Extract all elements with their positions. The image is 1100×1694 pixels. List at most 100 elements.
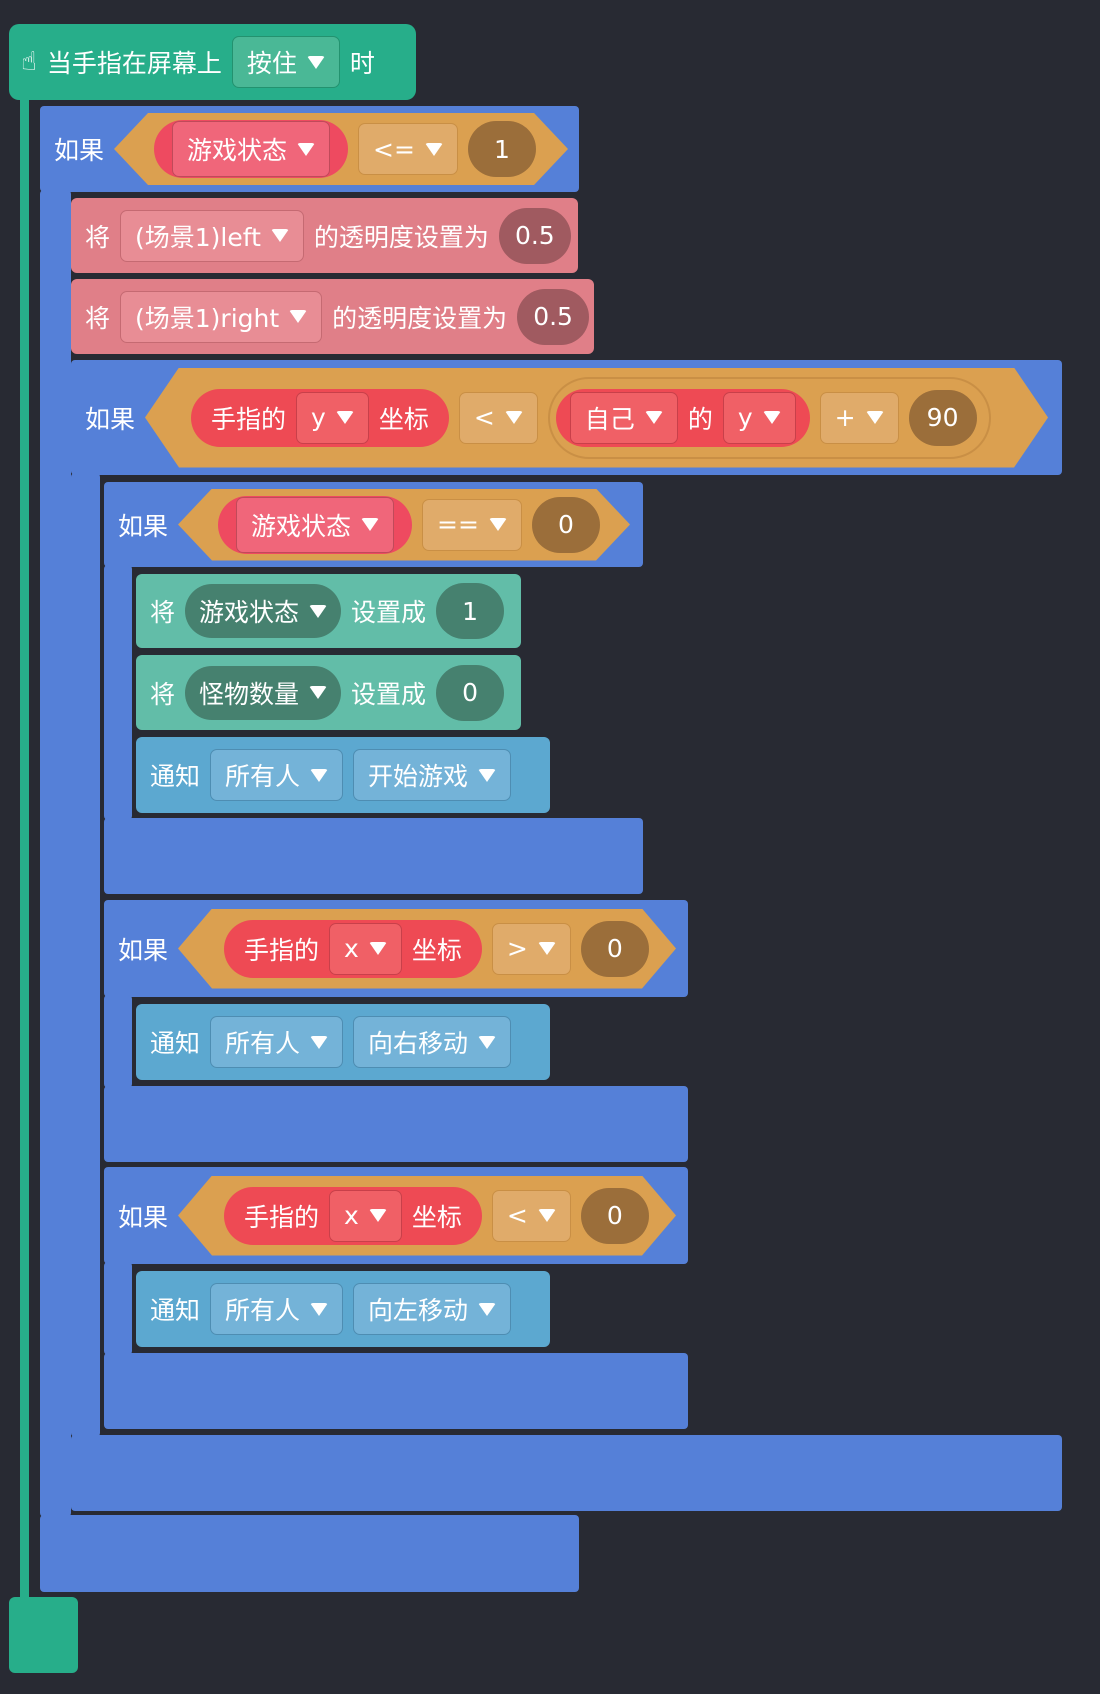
number-input[interactable]: 1 — [468, 121, 536, 177]
chevron-down-icon — [763, 411, 781, 424]
operator-value: < — [506, 1201, 528, 1230]
variable-name: 游戏状态 — [187, 136, 288, 165]
variable-dropdown[interactable]: 游戏状态 — [236, 497, 394, 553]
if-block-game-state-eq[interactable]: 如果 游戏状态 == 0 — [104, 482, 643, 567]
axis-dropdown[interactable]: x — [329, 923, 402, 975]
operator-dropdown[interactable]: < — [492, 1190, 571, 1242]
sprite-dropdown[interactable]: (场景1)right — [120, 290, 323, 343]
if-block-finger-x-lt[interactable]: 如果 手指的 x 坐标 < 0 — [104, 1167, 688, 1264]
set-variable-block[interactable]: 将 怪物数量 设置成 0 — [136, 655, 521, 730]
opacity-input[interactable]: 0.5 — [517, 288, 589, 345]
chevron-down-icon — [866, 411, 884, 424]
variable-dropdown[interactable]: 游戏状态 — [172, 121, 330, 177]
axis-value: x — [344, 1201, 359, 1230]
set-label: 将 — [150, 679, 176, 709]
message-value: 向左移动 — [368, 1296, 469, 1325]
compare-expression[interactable]: 游戏状态 == 0 — [178, 489, 630, 561]
axis-dropdown[interactable]: x — [329, 1190, 402, 1242]
trigger-value: 按住 — [246, 49, 297, 78]
recipient-dropdown[interactable]: 所有人 — [210, 1016, 344, 1068]
notify-block[interactable]: 通知 所有人 向右移动 — [136, 1004, 550, 1080]
set-opacity-block[interactable]: 将 (场景1)right 的透明度设置为 0.5 — [71, 279, 594, 354]
set-to-label: 设置成 — [351, 598, 427, 627]
finger-coord-reporter[interactable]: 手指的 x 坐标 — [224, 920, 482, 978]
number-input[interactable]: 0 — [581, 921, 649, 977]
property-dropdown[interactable]: y — [723, 392, 796, 444]
value-input[interactable]: 0 — [436, 664, 505, 721]
value-input[interactable]: 1 — [436, 583, 505, 639]
variable-reporter[interactable]: 游戏状态 — [154, 120, 348, 178]
chevron-down-icon — [310, 1302, 329, 1316]
compare-expression[interactable]: 手指的 y 坐标 < 自己 的 y + 90 — [145, 368, 1048, 468]
set-label: 将 — [85, 222, 111, 252]
event-block-finger-press[interactable]: ☝ 当手指在屏幕上 按住 时 — [9, 24, 416, 100]
chevron-down-icon — [538, 1209, 556, 1222]
set-opacity-block[interactable]: 将 (场景1)left 的透明度设置为 0.5 — [71, 198, 578, 273]
operator-dropdown[interactable]: < — [459, 392, 538, 444]
recipient-dropdown[interactable]: 所有人 — [210, 1283, 344, 1335]
chevron-down-icon — [310, 1035, 329, 1049]
trigger-dropdown[interactable]: 按住 — [231, 36, 340, 88]
set-variable-block[interactable]: 将 游戏状态 设置成 1 — [136, 574, 521, 648]
number-input[interactable]: 0 — [581, 1188, 649, 1244]
coord-label: 坐标 — [378, 404, 429, 434]
if-block-bottom — [104, 1086, 688, 1162]
set-label: 将 — [85, 303, 111, 333]
chevron-down-icon — [478, 1035, 497, 1049]
recipient-value: 所有人 — [225, 1029, 301, 1058]
notify-block[interactable]: 通知 所有人 向左移动 — [136, 1271, 550, 1347]
self-dropdown[interactable]: 自己 — [570, 392, 678, 444]
variable-dropdown[interactable]: 游戏状态 — [185, 584, 342, 638]
finger-coord-reporter[interactable]: 手指的 y 坐标 — [191, 389, 449, 447]
set-to-label: 设置成 — [351, 679, 427, 709]
operator-value: < — [473, 403, 495, 432]
variable-name: 怪物数量 — [199, 679, 300, 709]
notify-block[interactable]: 通知 所有人 开始游戏 — [136, 737, 550, 813]
axis-value: x — [344, 934, 359, 963]
finger-label: 手指的 — [244, 1202, 320, 1232]
recipient-dropdown[interactable]: 所有人 — [210, 749, 344, 801]
if-block-arm — [71, 473, 100, 1437]
if-block-finger-x-gt[interactable]: 如果 手指的 x 坐标 > 0 — [104, 900, 688, 997]
variable-reporter[interactable]: 游戏状态 — [218, 496, 412, 554]
set-label: 将 — [150, 598, 176, 627]
opacity-input[interactable]: 0.5 — [498, 207, 571, 264]
operator-value: <= — [373, 134, 415, 164]
finger-coord-reporter[interactable]: 手指的 x 坐标 — [224, 1187, 482, 1245]
operator-dropdown[interactable]: > — [492, 923, 571, 975]
message-dropdown[interactable]: 开始游戏 — [353, 749, 512, 801]
if-block-finger-y[interactable]: 如果 手指的 y 坐标 < 自己 的 y + 90 — [71, 360, 1062, 475]
if-block-bottom — [104, 1353, 688, 1429]
sprite-name: (场景1)right — [135, 303, 280, 333]
add-expression[interactable]: 自己 的 y + 90 — [548, 377, 991, 459]
if-label: 如果 — [118, 935, 169, 965]
number-input[interactable]: 0 — [532, 497, 600, 553]
compare-expression[interactable]: 手指的 x 坐标 < 0 — [178, 1176, 676, 1256]
coord-label: 坐标 — [411, 1202, 462, 1232]
if-block-bottom — [40, 1515, 579, 1592]
event-label: 当手指在屏幕上 — [46, 49, 222, 78]
if-block-game-state-le[interactable]: 如果 游戏状态 <= 1 — [40, 106, 579, 192]
chevron-down-icon — [270, 229, 289, 242]
chevron-down-icon — [336, 411, 354, 424]
number-input[interactable]: 90 — [909, 390, 977, 446]
compare-expression[interactable]: 手指的 x 坐标 > 0 — [178, 909, 676, 989]
math-operator-dropdown[interactable]: + — [820, 392, 899, 444]
chevron-down-icon — [369, 942, 387, 955]
operator-dropdown[interactable]: <= — [358, 123, 458, 175]
message-dropdown[interactable]: 向左移动 — [353, 1283, 512, 1335]
if-label: 如果 — [85, 404, 136, 434]
chevron-down-icon — [478, 768, 497, 782]
operator-dropdown[interactable]: == — [422, 499, 522, 551]
axis-dropdown[interactable]: y — [296, 392, 369, 444]
chevron-down-icon — [309, 686, 328, 699]
chevron-down-icon — [369, 1209, 387, 1222]
sprite-dropdown[interactable]: (场景1)left — [120, 209, 304, 262]
notify-label: 通知 — [150, 1296, 201, 1325]
compare-expression[interactable]: 游戏状态 <= 1 — [114, 113, 568, 185]
variable-dropdown[interactable]: 怪物数量 — [185, 665, 342, 720]
self-property-reporter[interactable]: 自己 的 y — [556, 389, 810, 447]
message-dropdown[interactable]: 向右移动 — [353, 1016, 512, 1068]
opacity-label: 的透明度设置为 — [332, 303, 508, 333]
axis-value: y — [311, 403, 326, 432]
